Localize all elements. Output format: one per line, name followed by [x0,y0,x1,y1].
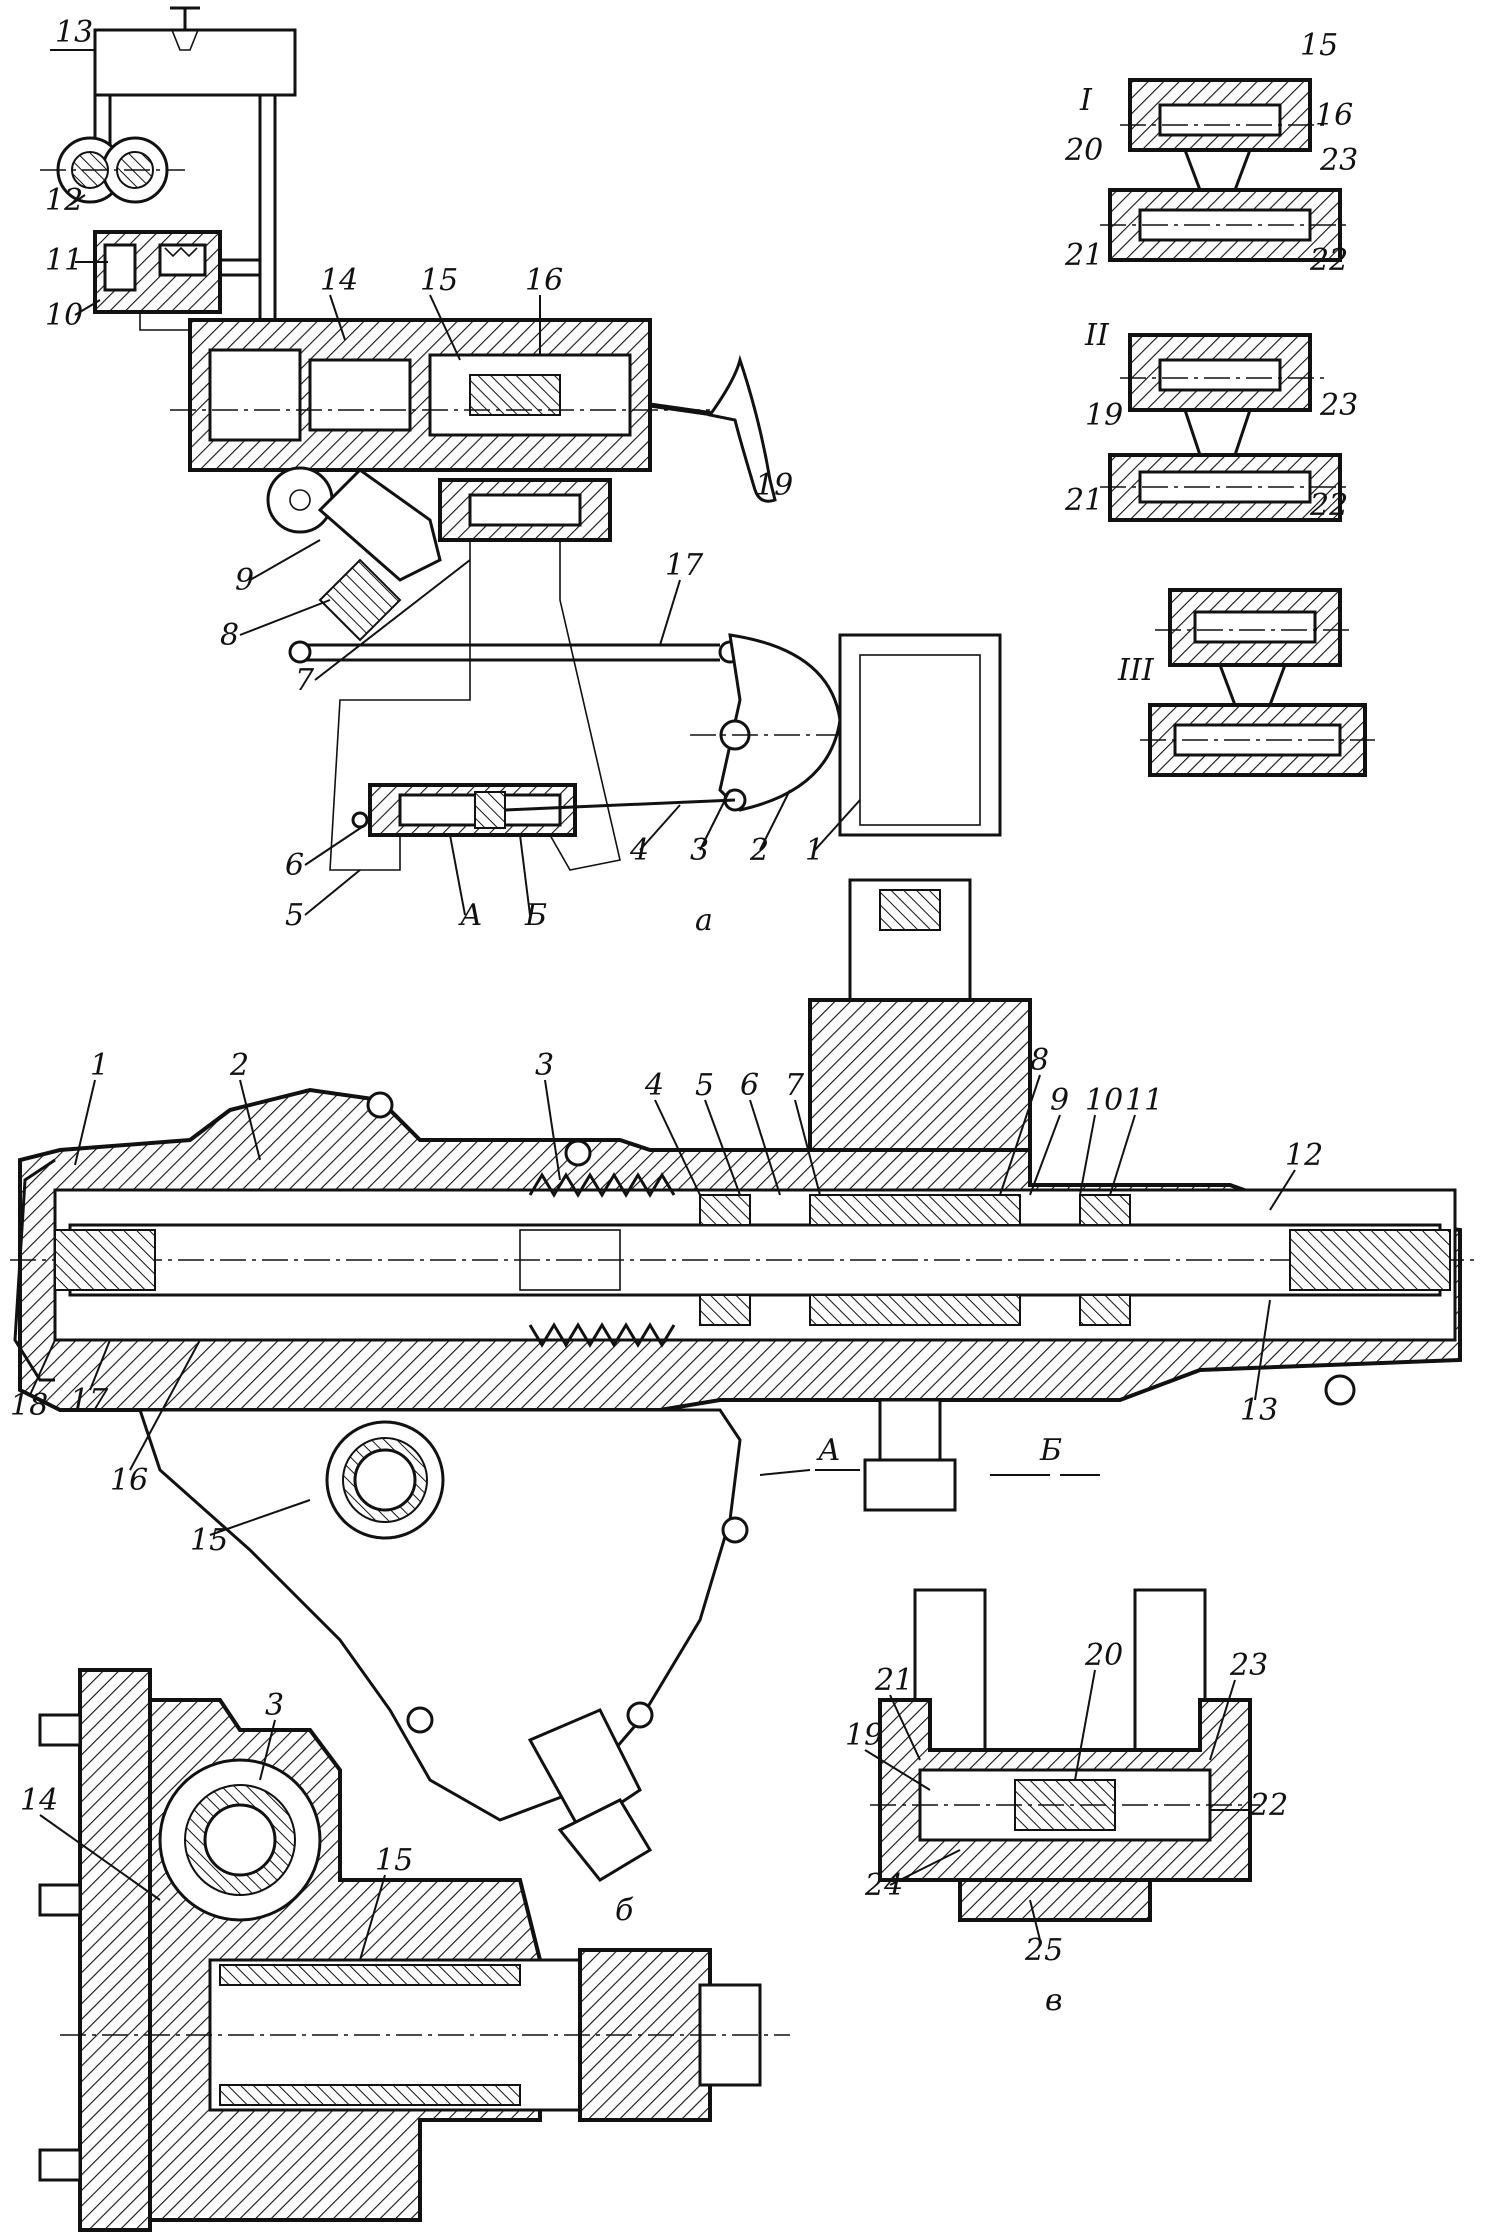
steering-wheel [707,354,777,503]
callout-13: 13 [1240,1393,1278,1428]
inset-label-I: I [1079,83,1093,118]
reservoir [93,28,297,97]
callout-15: 15 [190,1523,228,1558]
callout-5: 5 [285,898,304,933]
callout-18: 18 [10,1388,48,1423]
inset-I-callout-16: 16 [1315,98,1353,133]
view-b-callouts-bottom: 18 17 16 15 13 А Б [10,1299,1278,1558]
pump-gears [40,136,185,204]
inset-I-callout-20: 20 [1064,133,1103,168]
callout-4: 4 [644,1068,664,1103]
callout-14: 14 [320,263,358,298]
v-callout-23: 23 [1229,1648,1268,1683]
inset-label-II: II [1084,318,1110,353]
callout-15: 15 [420,263,458,298]
inset-I-callout-22: 22 [1309,243,1348,278]
valve-insets: I 15 16 20 21 22 23 II 19 21 22 23 [1064,28,1375,777]
inset-I-callout-15: 15 [1300,28,1338,63]
callout-12: 12 [1285,1138,1323,1173]
sector-gear [266,466,334,534]
callout-4: 4 [629,833,649,868]
callout-11: 11 [45,243,83,278]
view-b-section: 1 2 3 4 5 6 7 8 9 10 11 12 18 [10,878,1480,1928]
inset-I-callout-23: 23 [1319,143,1358,178]
gap-mark-B: Б [1039,1433,1062,1468]
callout-16: 16 [110,1463,148,1498]
callout-11: 11 [1125,1083,1163,1118]
callout-3: 3 [535,1048,554,1083]
callout-17: 17 [665,548,704,583]
inset-I: I 15 16 20 21 22 23 [1064,28,1358,278]
inset-II-callout-21: 21 [1064,483,1103,518]
inset-II-callout-22: 22 [1309,488,1348,523]
v-callout-21: 21 [874,1663,913,1698]
callout-13: 13 [55,15,93,50]
callout-7: 7 [785,1068,805,1103]
figure-label-a: а [695,903,713,938]
inset-II-callout-19: 19 [1085,398,1123,433]
callout-B: Б [524,898,547,933]
v-callout-19: 19 [845,1718,883,1753]
view-a-schematic: 13 12 11 10 14 15 16 19 9 8 7 17 6 5 [40,6,1002,938]
callout-9: 9 [235,563,254,598]
view-a-callouts: 13 12 11 10 14 15 16 19 9 8 7 17 6 5 [45,15,861,938]
v-callout-22: 22 [1249,1788,1288,1823]
callout-6: 6 [285,848,304,883]
worm-thread [528,1172,676,1348]
figure-label-v: в [1045,1983,1062,2018]
callout-19: 19 [755,468,793,503]
callout-17: 17 [70,1383,109,1418]
inset-label-III: III [1117,653,1155,688]
callout-8: 8 [1030,1043,1049,1078]
drag-link [300,643,720,662]
callout-6: 6 [740,1068,759,1103]
callout-1: 1 [805,833,824,868]
view-v-valve-detail: 21 20 23 19 22 24 25 в [845,1588,1288,2018]
gap-mark-A: А [816,1433,841,1468]
inset-I-callout-21: 21 [1064,238,1103,273]
v-callout-24: 24 [864,1868,903,1903]
callout-9: 9 [1050,1083,1069,1118]
side-callout-15: 15 [375,1843,413,1878]
callout-10: 10 [45,298,83,333]
road-wheel [838,633,1002,837]
side-callout-14: 14 [20,1783,58,1818]
callout-A: А [458,898,483,933]
callout-1: 1 [90,1048,109,1083]
callout-8: 8 [220,618,239,653]
callout-7: 7 [295,663,315,698]
v-callout-20: 20 [1084,1638,1123,1673]
v-callout-25: 25 [1024,1933,1063,1968]
callout-16: 16 [525,263,563,298]
inset-III: III [1117,588,1375,777]
view-b-callouts-top: 1 2 3 4 5 6 7 8 9 10 11 12 [74,1043,1323,1211]
inset-II: II 19 21 22 23 [1064,318,1358,523]
view-b-side-section: 3 14 15 [20,1668,790,2232]
figure-label-b: б [615,1893,634,1928]
side-callout-3: 3 [265,1688,284,1723]
callout-2: 2 [229,1048,249,1083]
callout-10: 10 [1085,1083,1123,1118]
inset-II-callout-23: 23 [1319,388,1358,423]
callout-5: 5 [695,1068,714,1103]
